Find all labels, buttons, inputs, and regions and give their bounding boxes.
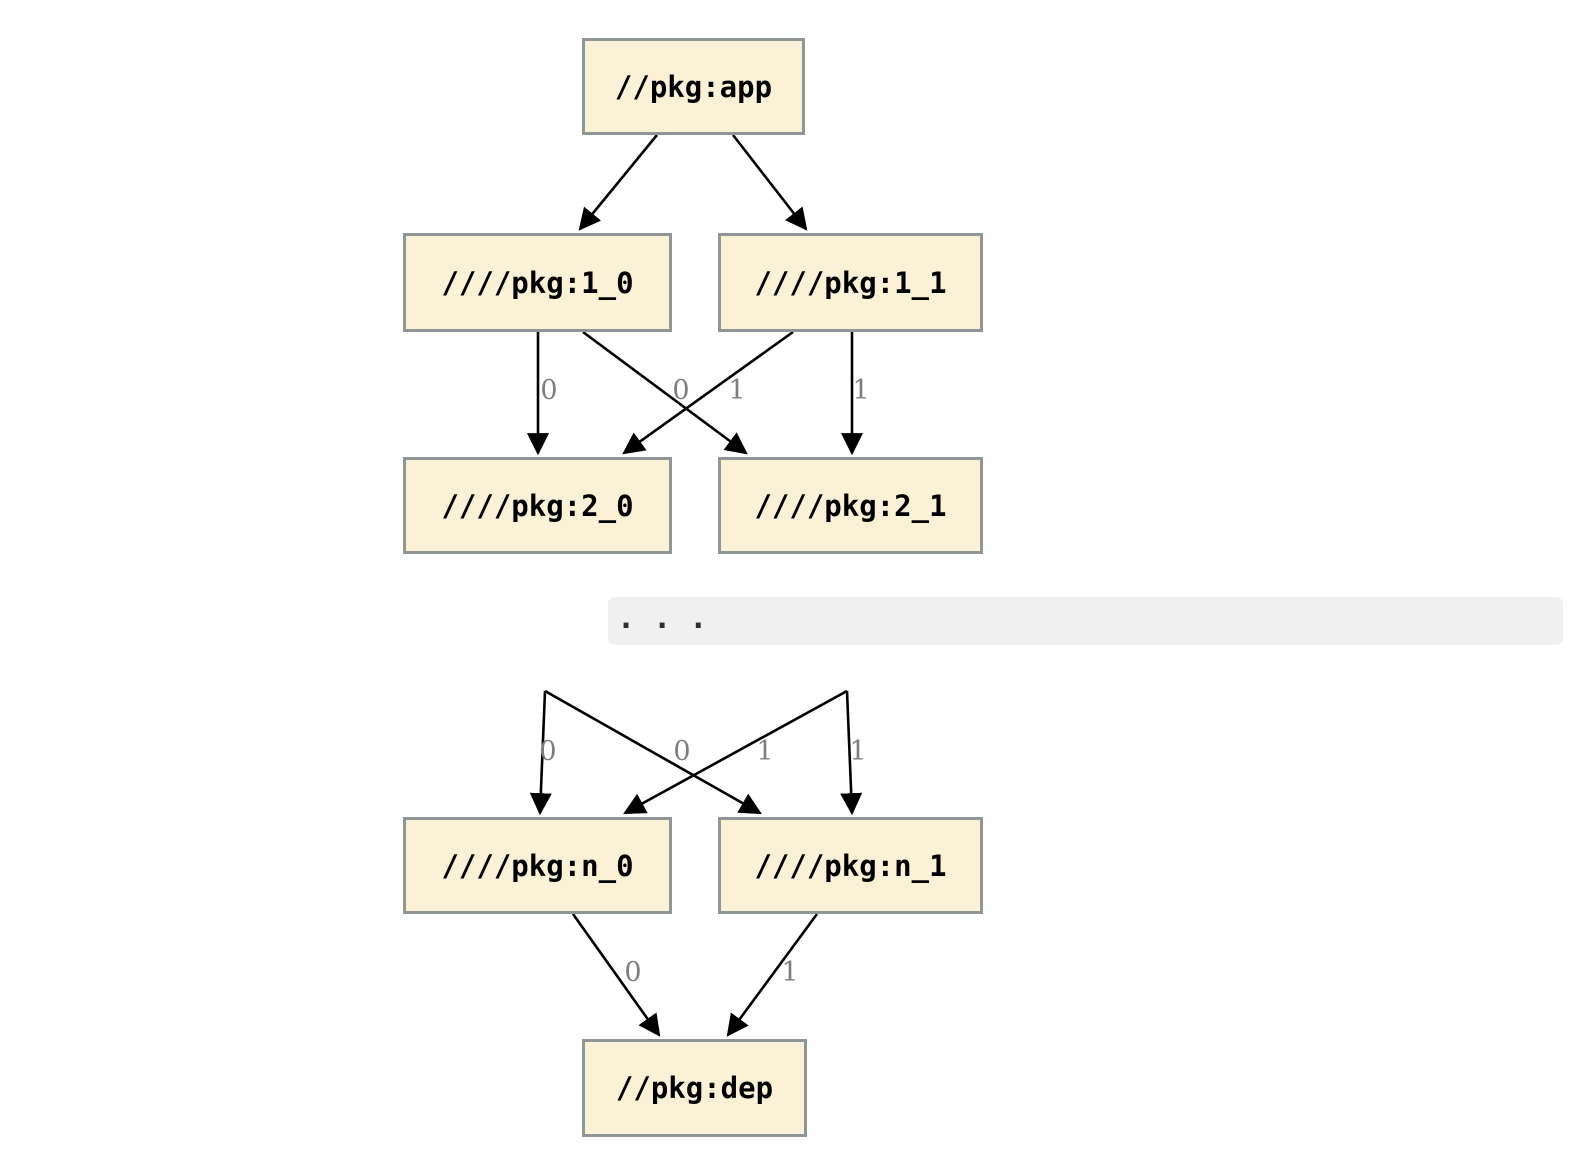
node-pkg-1_0: ////pkg:1_0: [403, 233, 672, 332]
edge-label-n_1-dep: 1: [781, 956, 799, 988]
node-pkg-app-label: //pkg:app: [614, 69, 773, 104]
edge-label-1_1-2_1: 1: [852, 374, 870, 406]
node-pkg-2_1-label: ////pkg:2_1: [754, 488, 947, 523]
edge-label-prev-n_1-cross: 0: [673, 735, 691, 767]
edge-prev-to-n_0-cross: [623, 689, 848, 815]
edge-n_1-to-dep: [726, 913, 819, 1037]
edge-label-prev-n_0-straight: 0: [539, 735, 557, 767]
node-pkg-1_0-label: ////pkg:1_0: [441, 265, 634, 300]
node-pkg-n_1: ////pkg:n_1: [718, 817, 983, 914]
node-pkg-app: //pkg:app: [582, 38, 805, 135]
node-pkg-2_1: ////pkg:2_1: [718, 457, 983, 554]
node-pkg-2_0: ////pkg:2_0: [403, 457, 672, 554]
edge-app-to-1_1: [731, 134, 808, 231]
edge-1_1-to-2_0: [622, 330, 794, 455]
node-pkg-n_0-label: ////pkg:n_0: [441, 848, 634, 883]
edge-label-n_0-dep: 0: [624, 956, 642, 988]
ellipsis-dots: . . .: [617, 601, 708, 636]
node-pkg-2_0-label: ////pkg:2_0: [441, 488, 634, 523]
node-pkg-n_0: ////pkg:n_0: [403, 817, 672, 914]
node-pkg-n_1-label: ////pkg:n_1: [754, 848, 947, 883]
edge-prev-to-n_1-straight: [840, 690, 863, 816]
node-pkg-dep: //pkg:dep: [582, 1039, 807, 1137]
edge-label-1_0-2_1: 0: [672, 374, 690, 406]
edge-label-prev-n_0-cross: 1: [756, 735, 774, 767]
edge-prev-to-n_0-straight: [529, 690, 552, 816]
edge-label-1_0-2_0: 0: [540, 374, 558, 406]
collapsed-levels-band: [608, 597, 1563, 645]
node-pkg-1_1-label: ////pkg:1_1: [754, 265, 947, 300]
edge-label-1_1-2_0: 1: [728, 374, 746, 406]
edge-prev-to-n_1-cross: [544, 689, 762, 815]
edge-n_0-to-dep: [571, 913, 661, 1037]
node-pkg-1_1: ////pkg:1_1: [718, 233, 983, 332]
node-pkg-dep-label: //pkg:dep: [615, 1071, 774, 1105]
edge-app-to-1_0: [578, 134, 659, 231]
edge-label-prev-n_1-straight: 1: [849, 735, 867, 767]
edge-1_0-to-2_1: [582, 330, 748, 455]
